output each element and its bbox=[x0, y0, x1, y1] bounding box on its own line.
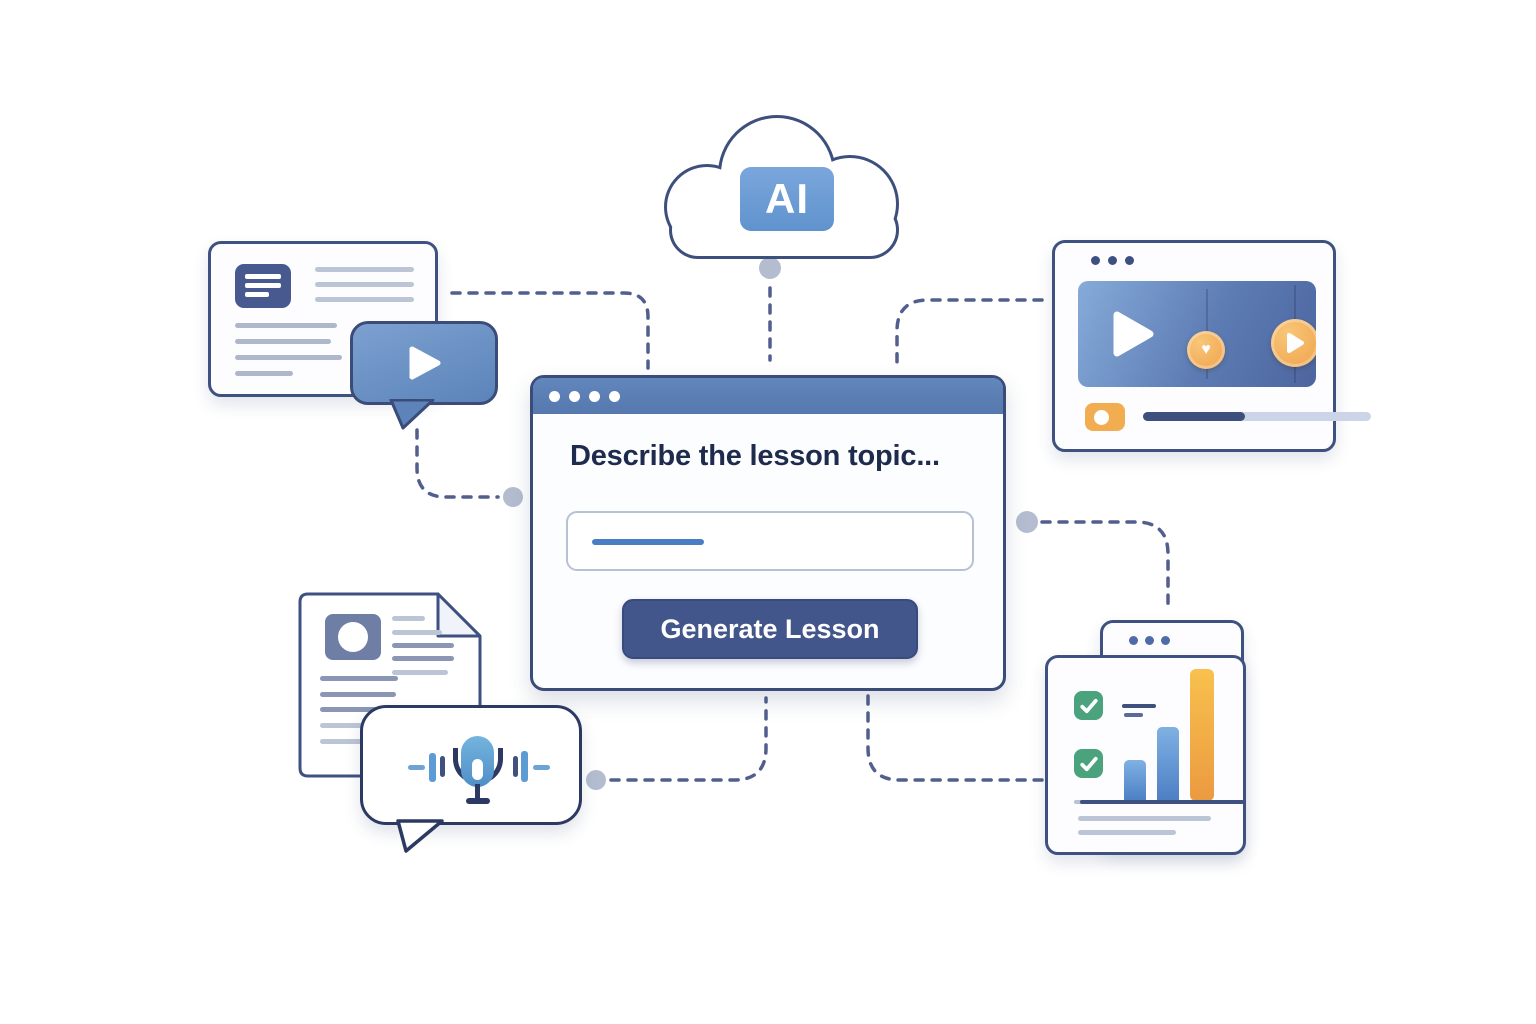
text-line bbox=[320, 723, 388, 728]
ai-cloud: AI bbox=[652, 112, 904, 264]
document-text-icon bbox=[235, 264, 291, 308]
bar-chart-bar bbox=[1124, 760, 1146, 801]
connector-voice-to-window bbox=[609, 696, 768, 782]
text-line bbox=[320, 707, 377, 712]
waveform-mark bbox=[521, 751, 528, 782]
window-dot bbox=[1145, 636, 1154, 645]
text-line bbox=[235, 339, 331, 344]
bar-chart-bar bbox=[1157, 727, 1179, 801]
text-line bbox=[1124, 713, 1143, 717]
microphone-icon bbox=[461, 736, 494, 787]
window-dot bbox=[1091, 256, 1100, 265]
speech-bubble-tail bbox=[389, 399, 435, 430]
play-coin-icon bbox=[1271, 319, 1316, 367]
microphone-stem bbox=[475, 784, 480, 799]
connector-dot bbox=[503, 487, 523, 507]
bar-chart-bar bbox=[1190, 669, 1214, 801]
connector-window-to-analytics-bottom bbox=[866, 694, 1044, 782]
lesson-generator-window: Describe the lesson topic... Generate Le… bbox=[530, 375, 1006, 691]
text-line bbox=[235, 323, 337, 328]
waveform-mark bbox=[513, 756, 518, 777]
connector-window-to-analytics-right bbox=[1040, 520, 1170, 612]
folded-corner bbox=[436, 592, 482, 638]
text-line bbox=[235, 355, 342, 360]
connector-video-to-window bbox=[895, 298, 1044, 372]
waveform-mark bbox=[440, 756, 445, 777]
text-line bbox=[320, 739, 372, 744]
text-line bbox=[392, 616, 425, 621]
titlebar-dot bbox=[549, 391, 560, 402]
waveform-mark bbox=[429, 753, 436, 782]
play-icon[interactable] bbox=[1110, 309, 1156, 359]
video-progress-fill bbox=[1143, 412, 1245, 421]
text-line bbox=[392, 656, 454, 661]
image-placeholder-icon bbox=[325, 614, 381, 660]
voice-speech-bubble bbox=[360, 705, 582, 825]
chart-baseline bbox=[1080, 800, 1244, 804]
connector-dot bbox=[759, 257, 781, 279]
window-titlebar bbox=[533, 378, 1003, 414]
window-dot bbox=[1161, 636, 1170, 645]
waveform-mark bbox=[533, 765, 550, 770]
heart-coin-icon: ♥ bbox=[1187, 331, 1225, 369]
video-progress-bar[interactable] bbox=[1143, 412, 1371, 421]
video-player-card: ♥ bbox=[1052, 240, 1371, 452]
play-icon bbox=[1287, 333, 1304, 353]
text-line bbox=[315, 267, 414, 272]
text-line bbox=[1078, 816, 1211, 821]
window-dot bbox=[1129, 636, 1138, 645]
thumbnail-icon bbox=[1085, 403, 1125, 431]
window-dot bbox=[1108, 256, 1117, 265]
play-icon bbox=[409, 346, 441, 380]
lesson-topic-input[interactable] bbox=[566, 511, 974, 571]
text-line bbox=[320, 676, 398, 681]
video-screen: ♥ bbox=[1078, 281, 1316, 387]
text-line bbox=[392, 630, 442, 635]
ai-badge: AI bbox=[740, 167, 834, 231]
window-dot bbox=[1125, 256, 1134, 265]
text-line bbox=[392, 670, 448, 675]
text-line bbox=[1078, 830, 1176, 835]
text-line bbox=[320, 692, 396, 697]
titlebar-dot bbox=[569, 391, 580, 402]
generate-lesson-button[interactable]: Generate Lesson bbox=[622, 599, 918, 659]
microphone-base bbox=[466, 798, 490, 804]
connector-dot bbox=[1016, 511, 1038, 533]
ai-badge-label: AI bbox=[765, 175, 809, 222]
connector-dot bbox=[586, 770, 606, 790]
typed-text-line bbox=[592, 539, 704, 545]
titlebar-dot bbox=[609, 391, 620, 402]
titlebar-dot bbox=[589, 391, 600, 402]
window-heading: Describe the lesson topic... bbox=[570, 440, 940, 472]
text-line bbox=[315, 282, 414, 287]
text-line bbox=[1122, 704, 1156, 708]
check-icon bbox=[1074, 749, 1103, 778]
waveform-mark bbox=[408, 765, 425, 770]
text-line bbox=[315, 297, 414, 302]
connector-bubble-branch bbox=[415, 428, 500, 499]
video-speech-bubble bbox=[350, 321, 498, 405]
heart-icon: ♥ bbox=[1201, 341, 1211, 358]
text-line bbox=[235, 371, 293, 376]
text-line bbox=[392, 643, 454, 648]
connector-article-to-window bbox=[450, 291, 650, 370]
analytics-card bbox=[1045, 655, 1246, 855]
speech-bubble-tail bbox=[396, 819, 444, 853]
check-icon bbox=[1074, 691, 1103, 720]
